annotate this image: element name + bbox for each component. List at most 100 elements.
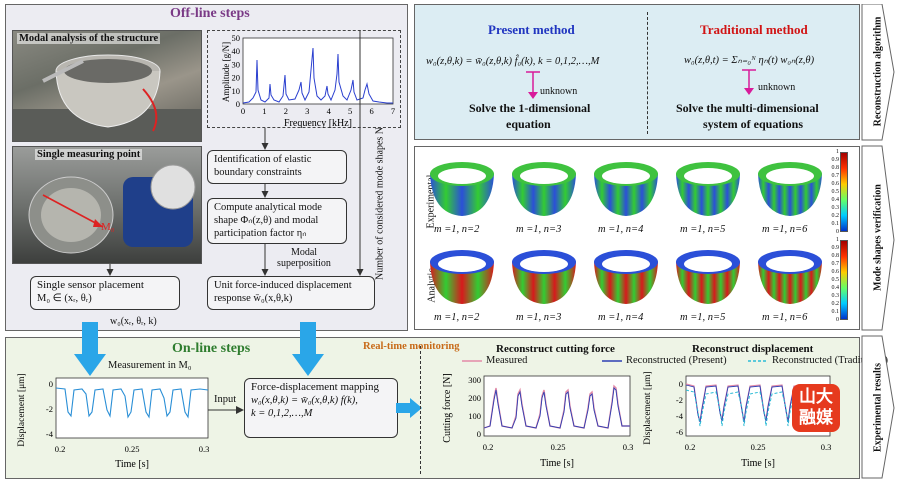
fft-ytick: 0 xyxy=(236,99,240,109)
force-xtick: 0.3 xyxy=(623,442,634,452)
disp-ytick: -4 xyxy=(676,411,684,421)
legend-measured: Measured xyxy=(486,355,528,366)
colorbar-tick: 0.3 xyxy=(831,205,840,211)
fft-ytick: 50 xyxy=(232,33,241,43)
fft-xtick: 7 xyxy=(391,106,395,116)
force-xlabel: Time [s] xyxy=(540,458,574,469)
colorbar-analytic xyxy=(840,240,848,320)
traditional-equation: w₀(z,θ,t) = Σₙ₌₀ᴺ ηₙ(t) w₀ₙ(z,θ) xyxy=(684,55,815,66)
structure-photo-drawing xyxy=(13,54,201,141)
present-arrow xyxy=(526,71,540,99)
mapping-line3: k = 0,1,2,…,M xyxy=(251,408,313,419)
colorbar-tick: 0.9 xyxy=(831,245,840,251)
colorbar-tick: 0.2 xyxy=(831,301,840,307)
present-unknown: unknown xyxy=(540,86,578,97)
colorbar-tick: 0.7 xyxy=(831,261,840,267)
watermark-logo: 山大融媒 xyxy=(792,384,840,432)
colorbar-tick: 0.6 xyxy=(831,181,840,187)
analytic-mode-shape xyxy=(424,240,500,315)
force-title: Reconstruct cutting force xyxy=(496,343,615,355)
colorbar-tick: 0.8 xyxy=(831,253,840,259)
modal-superposition-label: Modal superposition xyxy=(276,247,332,269)
recon-divider xyxy=(647,12,648,134)
force-displacement-box: Force-displacement mapping w₀(x,θ,k) = w… xyxy=(244,378,398,438)
experimental-mode-shape xyxy=(588,152,664,227)
disp-traditional-line xyxy=(685,389,831,427)
sensor-placement-box: Single sensor placement M₀ ∈ (xᵣ, θᵣ) xyxy=(30,276,180,310)
analytic-mode-shape xyxy=(588,240,664,315)
fft-ytick: 30 xyxy=(232,59,241,69)
online-title: On-line steps xyxy=(172,341,251,356)
fft-xtick: 0 xyxy=(241,106,245,116)
analytic-mode-shape xyxy=(506,240,582,315)
mode-caption: m =1, n=4 xyxy=(598,224,644,235)
present-solve-2: equation xyxy=(506,117,551,131)
disp-ytick: -2 xyxy=(676,395,683,405)
force-ylabel: Cutting force [N] xyxy=(442,373,453,442)
force-ytick: 100 xyxy=(468,411,481,421)
disp-title: Reconstruct displacement xyxy=(692,343,814,355)
side-label-modes: Mode shapes verification xyxy=(872,184,884,291)
colorbar-tick: 0.3 xyxy=(831,293,840,299)
fft-ylabel: Amplitude [g/N] xyxy=(221,42,231,102)
disp-ytick: -6 xyxy=(676,427,683,437)
colorbar-tick: 0 xyxy=(836,317,839,323)
force-present-line xyxy=(483,387,630,429)
measurement-ytick: -4 xyxy=(46,429,54,439)
measurement-ylabel: Displacement [μm] xyxy=(17,373,27,446)
modal-superposition-text: Modal superposition xyxy=(277,247,331,269)
fft-xtick: 3 xyxy=(305,106,309,116)
mapping-line1: Force-displacement mapping xyxy=(251,381,379,393)
analytic-mode-shape xyxy=(752,240,828,315)
fft-ytick: 10 xyxy=(232,86,241,96)
fft-ytick: 20 xyxy=(232,73,241,83)
mode-caption: m =1, n=2 xyxy=(434,312,480,323)
measuring-point-label: Single measuring point xyxy=(35,149,143,160)
unit-force-line2: response w̄₀(x,θ,k) xyxy=(214,293,293,304)
present-solve-1: Solve the 1-dimensional xyxy=(469,101,591,115)
measuring-photo-drawing xyxy=(28,164,196,254)
offline-title: Off-line steps xyxy=(170,6,250,21)
colorbar-experimental xyxy=(840,152,848,232)
colorbar-tick: 0.4 xyxy=(831,197,840,203)
measurement-xticks: 0.2 0.25 0.3 xyxy=(55,444,210,454)
sensor-output-label: w₀(xᵣ, θᵣ, k) xyxy=(110,316,157,327)
colorbar-tick: 0.9 xyxy=(831,157,840,163)
disp-ylabel: Displacement [μm] xyxy=(643,371,653,444)
side-label-reconstruction: Reconstruction algorithm xyxy=(872,16,884,127)
analytic-mode-shape xyxy=(670,240,746,315)
measurement-yticks: 0-2-4 xyxy=(46,379,54,439)
disp-xlabel: Time [s] xyxy=(741,458,775,469)
compute-mode-line1: Compute analytical mode xyxy=(214,202,322,213)
traditional-solve-1: Solve the multi-dimensional xyxy=(676,101,819,115)
force-ytick: 300 xyxy=(468,375,481,385)
present-equation: w₀(z,θ,k) = w̄₀(z,θ,k) f̂₀(k), k = 0,1,2… xyxy=(426,56,600,67)
traditional-unknown: unknown xyxy=(758,82,796,93)
recon-panel xyxy=(414,4,860,140)
fft-series-line xyxy=(242,47,393,104)
traditional-arrow xyxy=(742,69,756,95)
colorbar-tick: 0.5 xyxy=(831,277,840,283)
measurement-xtick: 0.25 xyxy=(125,444,140,454)
measurement-ytick: 0 xyxy=(49,379,53,389)
compute-mode-box: Compute analytical mode shape Φₙ(z,θ) an… xyxy=(207,198,347,244)
offline-arrows xyxy=(106,30,364,276)
measurement-xtick: 0.2 xyxy=(55,444,66,454)
compute-mode-line3: participation factor ηₙ xyxy=(214,228,307,239)
fft-plot: Amplitude [g/N] Frequency [kHz] 50403020… xyxy=(221,33,395,128)
measurement-xtick: 0.3 xyxy=(199,444,210,454)
measurement-label: Measurement in M₀ xyxy=(108,360,192,371)
online-divider xyxy=(420,346,421,474)
colorbar-tick: 0.2 xyxy=(831,213,840,219)
mode-caption: m =1, n=3 xyxy=(516,224,562,235)
sensor-placement-line2: M₀ ∈ (xᵣ, θᵣ) xyxy=(37,293,92,304)
unit-force-line1: Unit force-induced displacement xyxy=(214,280,352,291)
mode-caption: m =1, n=6 xyxy=(762,224,808,235)
blue-down-arrows xyxy=(74,322,324,376)
experimental-mode-shape xyxy=(506,152,582,227)
